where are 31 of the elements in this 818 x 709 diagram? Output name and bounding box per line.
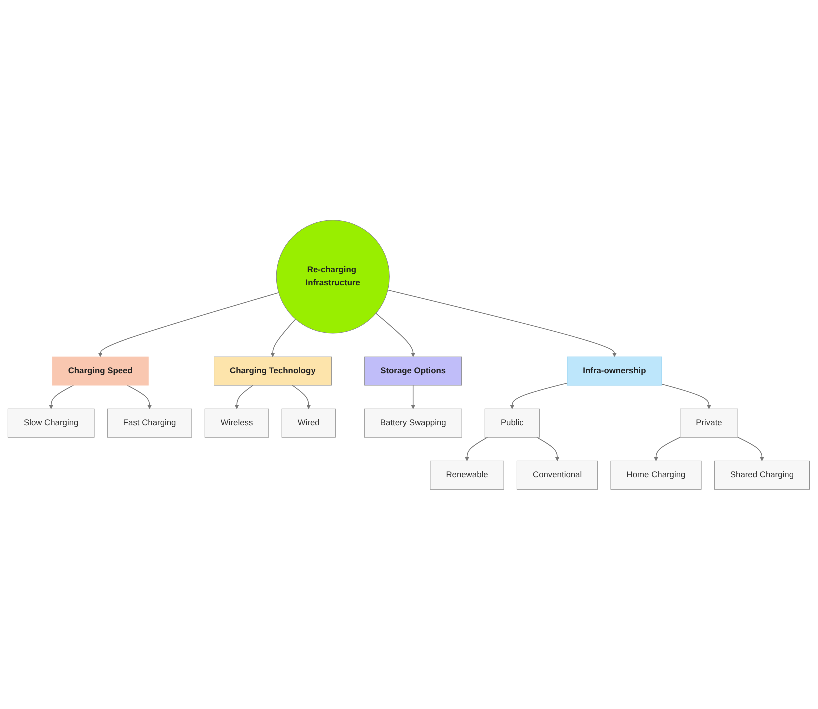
arrow [49, 384, 74, 409]
node-box: Wireless [204, 408, 270, 438]
node-box: Charging Technology [214, 356, 332, 386]
arrow [292, 384, 312, 409]
arrow [234, 384, 254, 409]
arrow [654, 436, 681, 461]
arrow [388, 289, 618, 357]
node-box: Battery Swapping [364, 408, 462, 438]
node-box: Wired [282, 408, 336, 438]
node-circle: Re-charging Infrastructure [276, 220, 390, 334]
node-box: Fast Charging [107, 408, 192, 438]
arrow [662, 383, 712, 409]
node-box: Private [680, 408, 738, 438]
node-box: Storage Options [364, 356, 462, 386]
node-box: Slow Charging [8, 408, 95, 438]
arrow [98, 292, 280, 357]
arrow [510, 382, 568, 409]
arrow [270, 318, 296, 357]
node-box: Charging Speed [52, 356, 149, 386]
node-box: Home Charging [610, 460, 702, 490]
arrow [738, 436, 765, 461]
node-box: Renewable [430, 460, 504, 490]
node-box: Public [484, 408, 540, 438]
node-box: Conventional [516, 460, 598, 490]
arrow [464, 436, 488, 461]
arrow [376, 312, 416, 357]
arrow [411, 384, 416, 409]
arrow [536, 436, 560, 461]
node-box: Shared Charging [714, 460, 810, 490]
node-box: Infra-ownership [567, 356, 662, 386]
arrow [127, 384, 152, 409]
